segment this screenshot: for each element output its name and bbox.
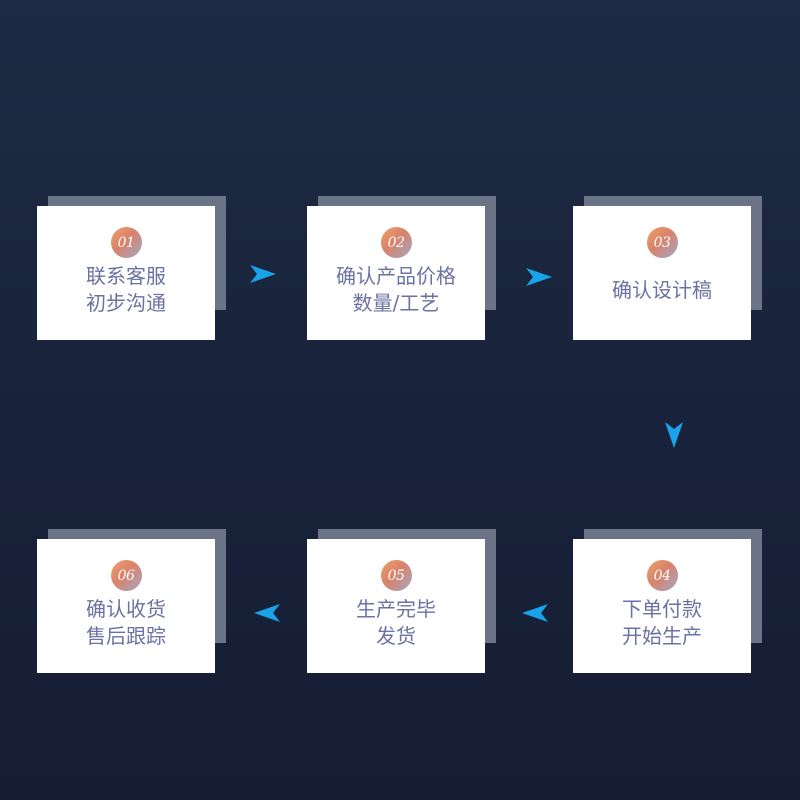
step-05: 05 生产完毕 发货 (307, 529, 496, 673)
arrow-down-icon (662, 420, 686, 450)
step-04-text: 下单付款 开始生产 (622, 591, 702, 673)
step-02-text: 确认产品价格 数量/工艺 (336, 258, 456, 340)
step-03-badge: 03 (646, 227, 678, 258)
step-06-text: 确认收货 售后跟踪 (86, 591, 166, 673)
step-03: 03 确认设计稿 (573, 196, 762, 340)
step-05-badge: 05 (380, 560, 412, 591)
step-04-line1: 下单付款 (622, 597, 702, 621)
step-02-line1: 确认产品价格 (336, 264, 456, 288)
arrow-left-icon (252, 601, 282, 625)
step-02-badge: 02 (380, 227, 412, 258)
step-05-line1: 生产完毕 (356, 597, 436, 621)
step-05-card: 05 生产完毕 发货 (307, 539, 485, 673)
arrow-left-icon (520, 601, 550, 625)
arrow-right-icon (248, 262, 278, 286)
step-01-text: 联系客服 初步沟通 (86, 258, 166, 340)
step-05-line2: 发货 (376, 624, 416, 648)
step-04-card: 04 下单付款 开始生产 (573, 539, 751, 673)
step-01-line1: 联系客服 (86, 264, 166, 288)
step-06: 06 确认收货 售后跟踪 (37, 529, 226, 673)
step-06-card: 06 确认收货 售后跟踪 (37, 539, 215, 673)
step-03-card: 03 确认设计稿 (573, 206, 751, 340)
step-02-line2: 数量/工艺 (352, 291, 440, 315)
step-02-card: 02 确认产品价格 数量/工艺 (307, 206, 485, 340)
step-01-badge: 01 (110, 227, 142, 258)
step-01-line2: 初步沟通 (86, 291, 166, 315)
step-05-text: 生产完毕 发货 (356, 591, 436, 673)
step-06-line2: 售后跟踪 (86, 624, 166, 648)
step-01-card: 01 联系客服 初步沟通 (37, 206, 215, 340)
step-06-badge: 06 (110, 560, 142, 591)
step-06-line1: 确认收货 (86, 597, 166, 621)
step-04-badge: 04 (646, 560, 678, 591)
step-03-text: 确认设计稿 (612, 258, 712, 340)
step-02: 02 确认产品价格 数量/工艺 (307, 196, 496, 340)
step-04-line2: 开始生产 (622, 624, 702, 648)
step-01: 01 联系客服 初步沟通 (37, 196, 226, 340)
step-04: 04 下单付款 开始生产 (573, 529, 762, 673)
step-03-line1: 确认设计稿 (612, 277, 712, 302)
arrow-right-icon (524, 265, 554, 289)
